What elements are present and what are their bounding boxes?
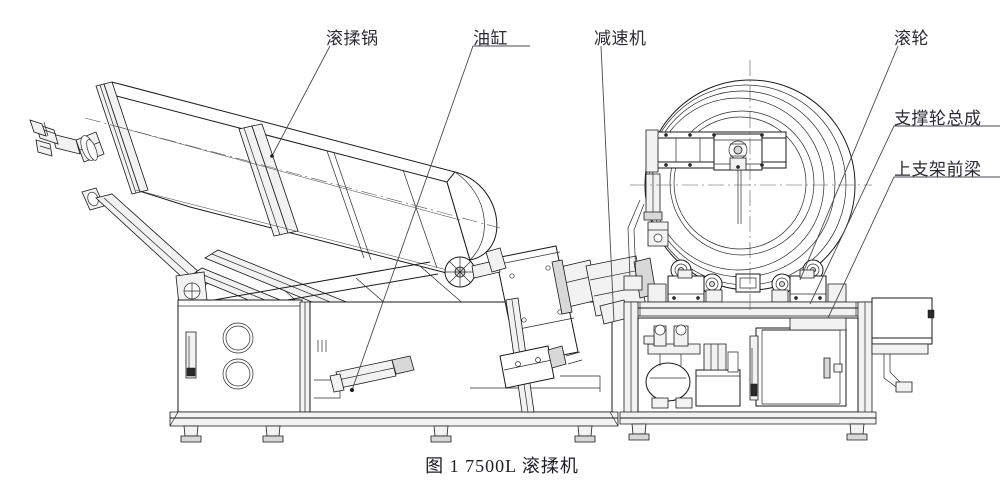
top-bracket-valve-assembly (645, 129, 787, 224)
adjustable-feet-side (180, 425, 596, 443)
support-roller-assembly (647, 259, 847, 303)
leader-jiansuji (600, 45, 615, 323)
drum-mount-lug (81, 187, 105, 211)
label-gunlun: 滚轮 (894, 29, 929, 48)
leader-youggang (351, 45, 530, 391)
cabinet-frame-front (619, 301, 877, 441)
vacuum-rotary-union (29, 119, 105, 163)
figure-caption: 图 1 7500L 滚揉机 (425, 456, 579, 476)
hydraulic-cylinder (329, 355, 415, 393)
label-jiansuji: 减速机 (594, 29, 647, 48)
label-youggang: 油缸 (473, 29, 508, 48)
base-frame-side (169, 299, 619, 443)
label-gunroug: 滚揉锅 (326, 29, 379, 48)
leader-gunlun (799, 45, 899, 281)
drum-vessel-side (29, 81, 501, 279)
front-left-cylinder (623, 173, 669, 291)
adjustable-feet-front (628, 423, 868, 441)
front-elevation-view (619, 60, 935, 441)
leader-shangzhijia (827, 176, 1000, 319)
upper-front-beam (625, 301, 871, 317)
label-shangzhijia: 上支架前梁 (894, 160, 982, 179)
hydraulic-power-unit (643, 324, 741, 409)
leader-lines (270, 45, 1000, 392)
side-elevation-view (29, 81, 657, 443)
control-cabinet (749, 317, 847, 407)
leader-gunroug (271, 45, 331, 157)
label-zhichenglun: 支撑轮总成 (894, 109, 982, 128)
right-external-panel (871, 297, 935, 393)
leader-zhichenglun (809, 125, 1000, 305)
